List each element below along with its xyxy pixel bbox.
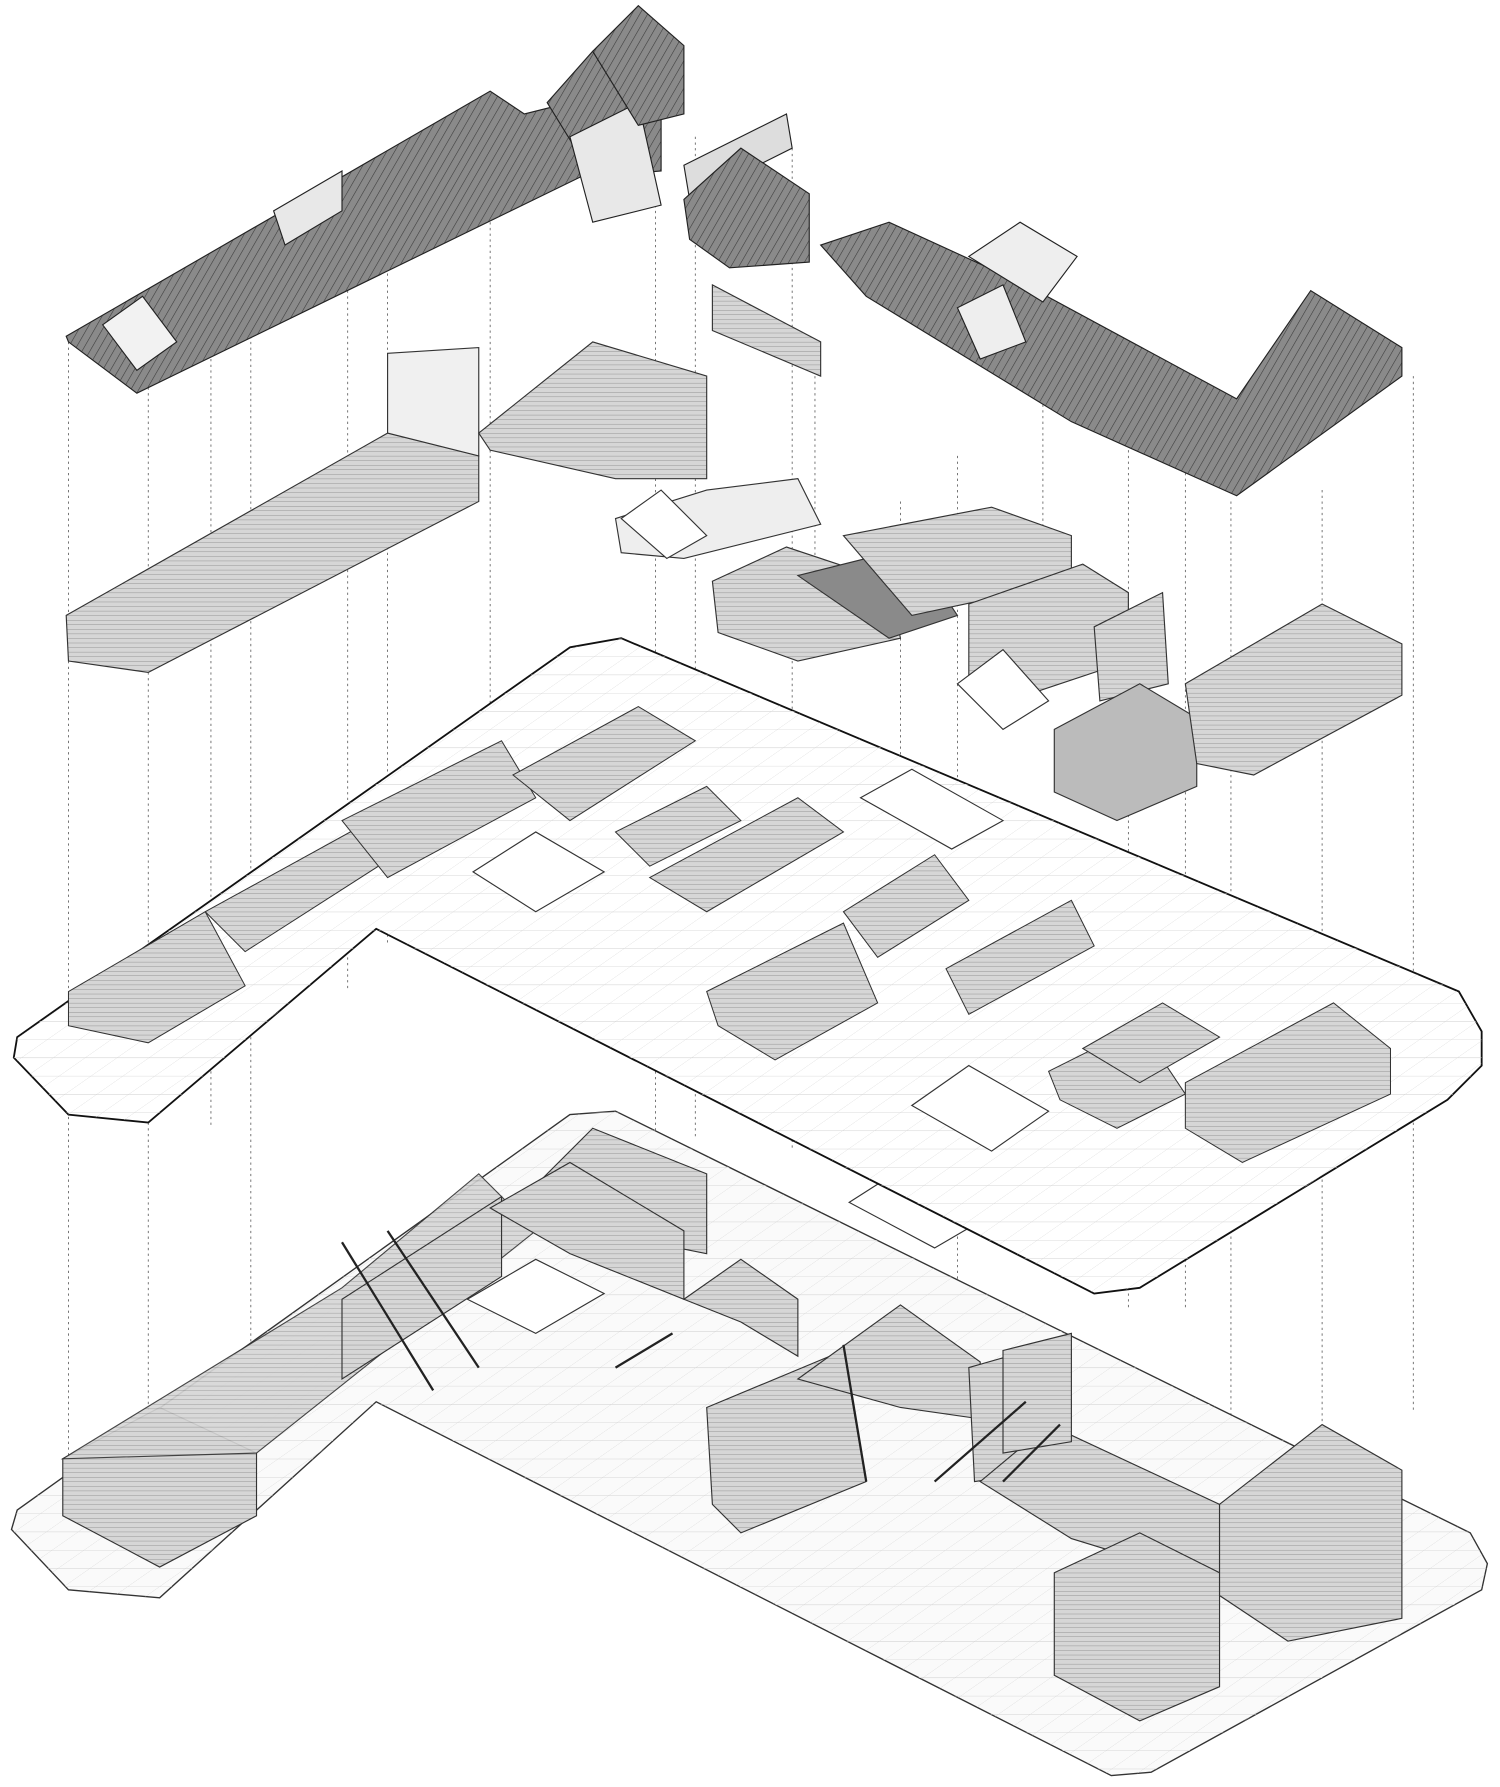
floor-rooms [67, 706, 1392, 1164]
floor-courtyards [471, 768, 1050, 1152]
assembled-trusses [341, 1230, 1061, 1483]
assembled-building-layer [10, 1110, 1489, 1777]
assembled-pitched-roofs [60, 1127, 1403, 1722]
upper-floor-layer [65, 283, 1403, 822]
roof-layer [65, 4, 1403, 497]
roof-east-ridge [819, 221, 1403, 497]
ground-floor-plate-layer [12, 637, 1483, 1295]
upper-floor-west-wing [65, 432, 480, 673]
